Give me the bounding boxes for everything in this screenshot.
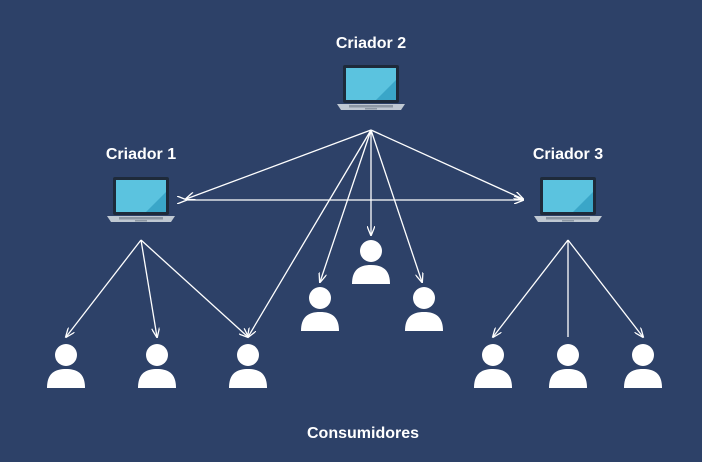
- arrow-c2-user-4: [320, 129, 372, 282]
- consumer-user-icon: [624, 344, 662, 388]
- consumer-user-icon: [352, 240, 390, 284]
- creator-1-label: Criador 1: [105, 146, 177, 163]
- consumer-user-icon: [549, 344, 587, 388]
- consumer-user-icon: [474, 344, 512, 388]
- arrow-c2-user-6: [370, 129, 422, 282]
- arrow-c3-user-9: [567, 239, 643, 337]
- consumers-label: Consumidores: [306, 425, 420, 442]
- creator-2-laptop-icon: [337, 65, 405, 110]
- consumer-user-icon: [138, 344, 176, 388]
- consumer-user-icon: [229, 344, 267, 388]
- consumer-user-icon: [47, 344, 85, 388]
- arrow-c1-user-2: [140, 239, 157, 337]
- consumer-user-icon: [405, 287, 443, 331]
- consumer-user-icon: [301, 287, 339, 331]
- creator-3-laptop-icon: [534, 177, 602, 222]
- creator-2-label: Criador 2: [335, 35, 407, 52]
- arrow-c2-user-3: [248, 129, 372, 337]
- arrow-c3-user-7: [493, 239, 569, 337]
- creator-3-label: Criador 3: [532, 146, 604, 163]
- creator-1-laptop-icon: [107, 177, 175, 222]
- connections: [66, 129, 643, 337]
- arrow-c2-c3: [370, 129, 523, 199]
- arrow-c1-user-3: [140, 239, 248, 337]
- arrow-c2-c1: [186, 129, 372, 199]
- arrow-c1-user-1: [66, 239, 142, 337]
